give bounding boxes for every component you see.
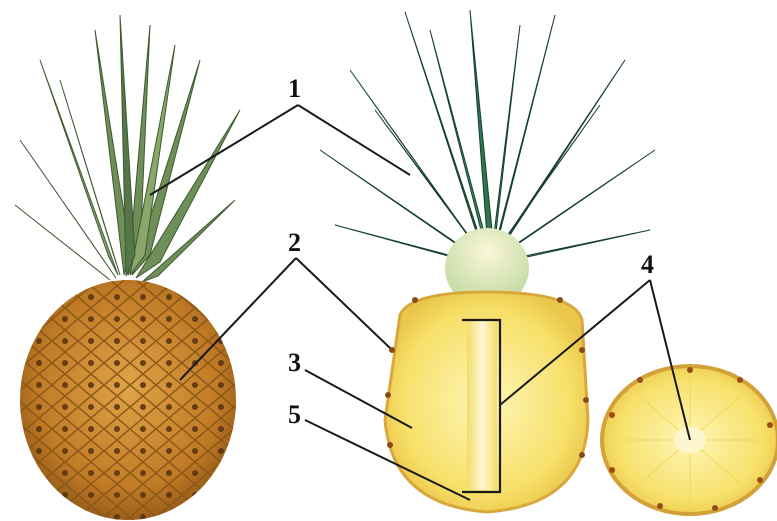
whole-pineapple-crown — [15, 15, 240, 282]
leader-1b — [298, 105, 410, 175]
leader-2b — [296, 258, 390, 348]
label-3: 3 — [288, 350, 301, 376]
whole-pineapple — [15, 15, 240, 520]
whole-pineapple-body — [20, 280, 236, 520]
halved-pineapple-core — [467, 320, 497, 490]
label-1: 1 — [288, 76, 301, 102]
halved-pineapple-crown — [320, 10, 655, 262]
label-2: 2 — [288, 230, 301, 256]
label-5: 5 — [288, 402, 301, 428]
label-4: 4 — [641, 252, 654, 278]
